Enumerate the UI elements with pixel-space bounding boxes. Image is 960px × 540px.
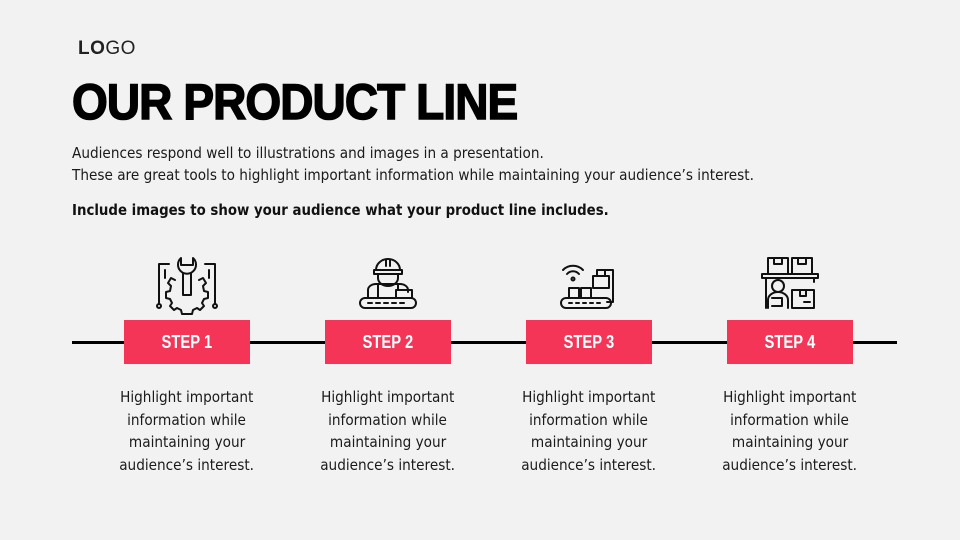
desc-line: Highlight important bbox=[522, 388, 656, 406]
step-3-badge: STEP 3 bbox=[526, 320, 652, 364]
desc-line: Highlight important bbox=[321, 388, 455, 406]
desc-line: information while bbox=[730, 410, 850, 429]
step-1-badge: STEP 1 bbox=[124, 320, 250, 364]
intro-text: Audiences respond well to illustrations … bbox=[72, 142, 754, 186]
desc-line: information while bbox=[529, 410, 649, 429]
desc-line: maintaining your bbox=[329, 433, 447, 451]
step-3-label: STEP 3 bbox=[563, 331, 615, 352]
desc-line: audience’s interest. bbox=[320, 455, 456, 474]
intro-line-2: These are great tools to highlight impor… bbox=[72, 166, 754, 184]
logo: LOGO bbox=[78, 38, 136, 60]
desc-line: maintaining your bbox=[731, 433, 849, 451]
step-2-badge: STEP 2 bbox=[325, 320, 451, 364]
step-1-label: STEP 1 bbox=[161, 331, 213, 352]
step-4-badge: STEP 4 bbox=[727, 320, 853, 364]
desc-line: audience’s interest. bbox=[722, 455, 858, 474]
desc-line: information while bbox=[328, 410, 448, 429]
desc-line: audience’s interest. bbox=[119, 455, 255, 474]
step-2-description: Highlight important information while ma… bbox=[288, 386, 488, 476]
step-2-label: STEP 2 bbox=[362, 331, 414, 352]
desc-line: maintaining your bbox=[530, 433, 648, 451]
step-1-description: Highlight important information while ma… bbox=[87, 386, 287, 476]
desc-line: audience’s interest. bbox=[521, 455, 657, 474]
desc-line: information while bbox=[127, 410, 247, 429]
step-3: STEP 3 Highlight important information w… bbox=[489, 250, 689, 490]
warehouse-worker-boxes-icon bbox=[761, 257, 819, 309]
logo-regular: GO bbox=[105, 38, 136, 59]
automated-conveyor-wifi-icon bbox=[560, 264, 614, 309]
desc-line: Highlight important bbox=[120, 388, 254, 406]
desc-line: Highlight important bbox=[723, 388, 857, 406]
step-4-label: STEP 4 bbox=[764, 331, 816, 352]
emphasis-text: Include images to show your audience wha… bbox=[72, 201, 609, 219]
step-1: STEP 1 Highlight important information w… bbox=[87, 250, 287, 490]
step-4: STEP 4 Highlight important information w… bbox=[690, 250, 890, 490]
worker-conveyor-icon bbox=[359, 258, 417, 309]
page-title: OUR PRODUCT LINE bbox=[71, 73, 519, 131]
step-3-description: Highlight important information while ma… bbox=[489, 386, 689, 476]
desc-line: maintaining your bbox=[128, 433, 246, 451]
step-2: STEP 2 Highlight important information w… bbox=[288, 250, 488, 490]
logo-bold: LO bbox=[78, 38, 106, 59]
intro-line-1: Audiences respond well to illustrations … bbox=[72, 144, 544, 162]
timeline-line bbox=[72, 341, 897, 344]
step-4-description: Highlight important information while ma… bbox=[690, 386, 890, 476]
wrench-gear-circuit-icon bbox=[156, 257, 218, 315]
